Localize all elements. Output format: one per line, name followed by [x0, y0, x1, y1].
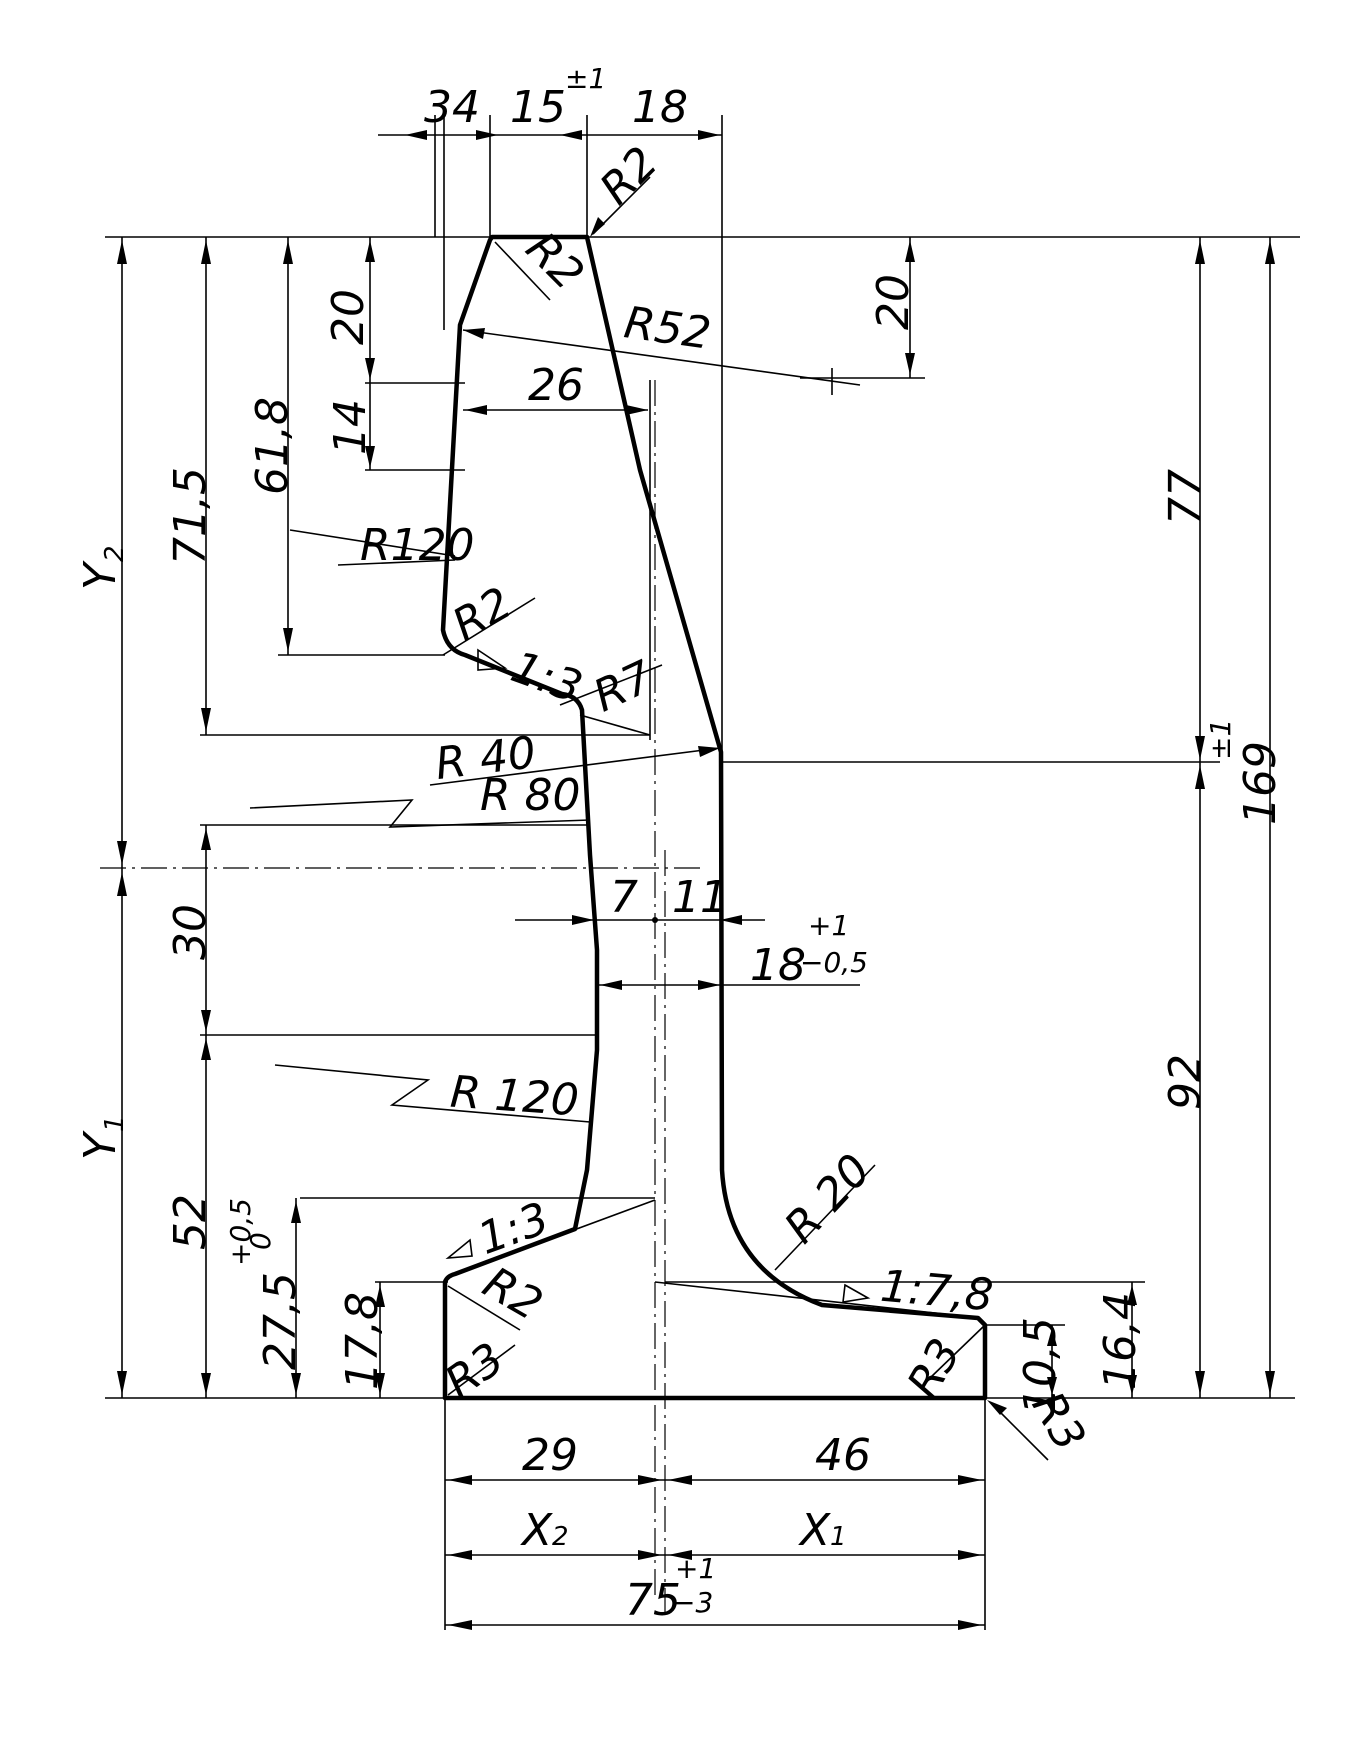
dim-75-tol-lower: −3 [672, 1586, 713, 1619]
svg-text:X: X [798, 1505, 831, 1556]
foot-left-slope-line [454, 1199, 656, 1275]
dim-17-8: 17,8 [337, 1292, 388, 1390]
leader-r40 [429, 747, 721, 786]
leader-r120-web [274, 1064, 591, 1123]
leader-r3-right-top [929, 1324, 986, 1379]
dim-169-tolerance: ±1 [1204, 719, 1237, 760]
dim-71-5: 71,5 [165, 467, 216, 565]
label-slope-foot-left: 1:3 [472, 1193, 556, 1265]
leader-r2-head [494, 241, 551, 301]
svg-text:2: 2 [100, 545, 130, 562]
dim-11: 11 [672, 872, 728, 923]
leader-r3-left [447, 1344, 516, 1396]
y-dimension-group [117, 237, 127, 1398]
dim-18-web: 18 [750, 940, 806, 991]
leader-r2-foot [447, 1285, 521, 1331]
dim-7: 7 [610, 872, 638, 923]
svg-text:X: X [520, 1505, 553, 1556]
dim-10-5: 10,5 [1015, 1317, 1066, 1415]
axis-label-x1: X 1 [798, 1505, 847, 1556]
label-r2-neck: R2 [444, 578, 520, 651]
label-r52: R52 [621, 297, 714, 360]
label-r2-foot: R2 [475, 1257, 551, 1330]
axis-label-y1: Y 1 [75, 1115, 130, 1160]
leader-r52 [462, 329, 861, 386]
label-r120-web: R 120 [449, 1067, 581, 1127]
svg-text:1: 1 [100, 1115, 130, 1132]
svg-text:2: 2 [552, 1522, 569, 1552]
dim-top-34: 34 [424, 82, 480, 133]
svg-text:Y: Y [75, 1130, 126, 1160]
dim-46: 46 [815, 1430, 871, 1481]
leader-r80 [249, 799, 591, 828]
svg-text:Y: Y [75, 560, 126, 590]
leader-r7 [559, 664, 663, 706]
dim-52: 52 [165, 1194, 216, 1250]
dim-75: 75 [625, 1575, 681, 1626]
label-slope-foot-right: 1:7,8 [878, 1261, 995, 1322]
leader-r20 [774, 1164, 876, 1271]
slope-triangle-foot-left [445, 1238, 473, 1260]
dim-20-right: 20 [868, 274, 919, 330]
dim-18-tol-lower: −0,5 [800, 946, 868, 979]
label-r20: R 20 [775, 1145, 881, 1253]
svg-text:1: 1 [830, 1522, 847, 1552]
axis-label-x2: X 2 [520, 1505, 569, 1556]
dim-92: 92 [1160, 1054, 1211, 1110]
dim-27-5: 27,5 [255, 1272, 306, 1370]
slope-triangle-foot-right [842, 1283, 871, 1303]
leader-r2-neck [442, 597, 536, 656]
top-dimension-group [378, 115, 723, 755]
leader-r120-head [337, 559, 456, 566]
axis-label-y2: Y 2 [75, 545, 130, 590]
label-r40: R 40 [433, 727, 539, 790]
dim-30: 30 [165, 904, 216, 960]
dim-77: 77 [1160, 469, 1211, 525]
label-r3-right-top: R3 [898, 1330, 971, 1406]
dim-27-5-tol-lower: 0 [244, 1232, 277, 1250]
dim-18-tol-upper: +1 [808, 909, 849, 942]
dim-16-4: 16,4 [1095, 1292, 1146, 1390]
dim-75-tol-upper: +1 [675, 1552, 716, 1585]
dim-61-8: 61,8 [247, 397, 298, 495]
dim-top-15: 15 [510, 82, 566, 133]
slope-triangle-head [477, 648, 508, 671]
dim-26: 26 [528, 360, 584, 411]
dim-27-5-tol-upper: +0,5 [224, 1198, 257, 1266]
dim-top-18: 18 [632, 82, 688, 133]
label-r2-top: R2 [590, 137, 667, 214]
label-r80: R 80 [480, 770, 581, 821]
dim-top-15-tolerance: ±1 [565, 62, 606, 95]
label-r2-head: R2 [516, 223, 593, 300]
dim-29: 29 [522, 1430, 578, 1481]
dim-14: 14 [325, 399, 376, 455]
dim-169: 169 [1235, 741, 1286, 825]
rail-profile-outline [440, 234, 988, 1401]
foot-right-slope-ref [654, 1281, 981, 1319]
label-r120-head: R120 [360, 520, 475, 571]
dim-20-left: 20 [323, 289, 374, 345]
